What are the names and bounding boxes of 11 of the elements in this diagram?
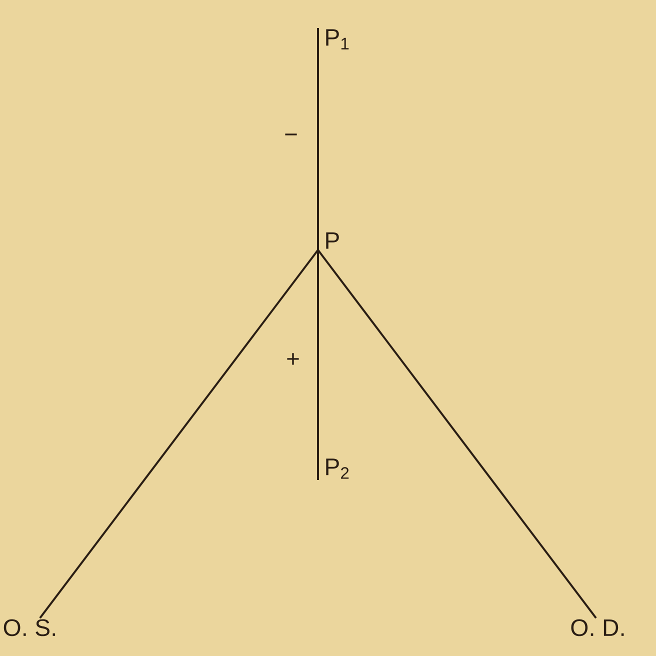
- point-label: O. D.: [571, 619, 624, 636]
- point-label: P: [326, 232, 339, 249]
- line: [317, 249, 597, 619]
- point-label: P$_{1}$: [326, 29, 349, 50]
- line: [317, 28, 319, 250]
- line: [39, 249, 319, 619]
- point-label: O. S.: [4, 619, 56, 636]
- line: [317, 250, 319, 480]
- sign-label: −: [285, 134, 297, 136]
- sign-label: +: [287, 353, 299, 365]
- point-label: P$_{2}$: [326, 458, 349, 479]
